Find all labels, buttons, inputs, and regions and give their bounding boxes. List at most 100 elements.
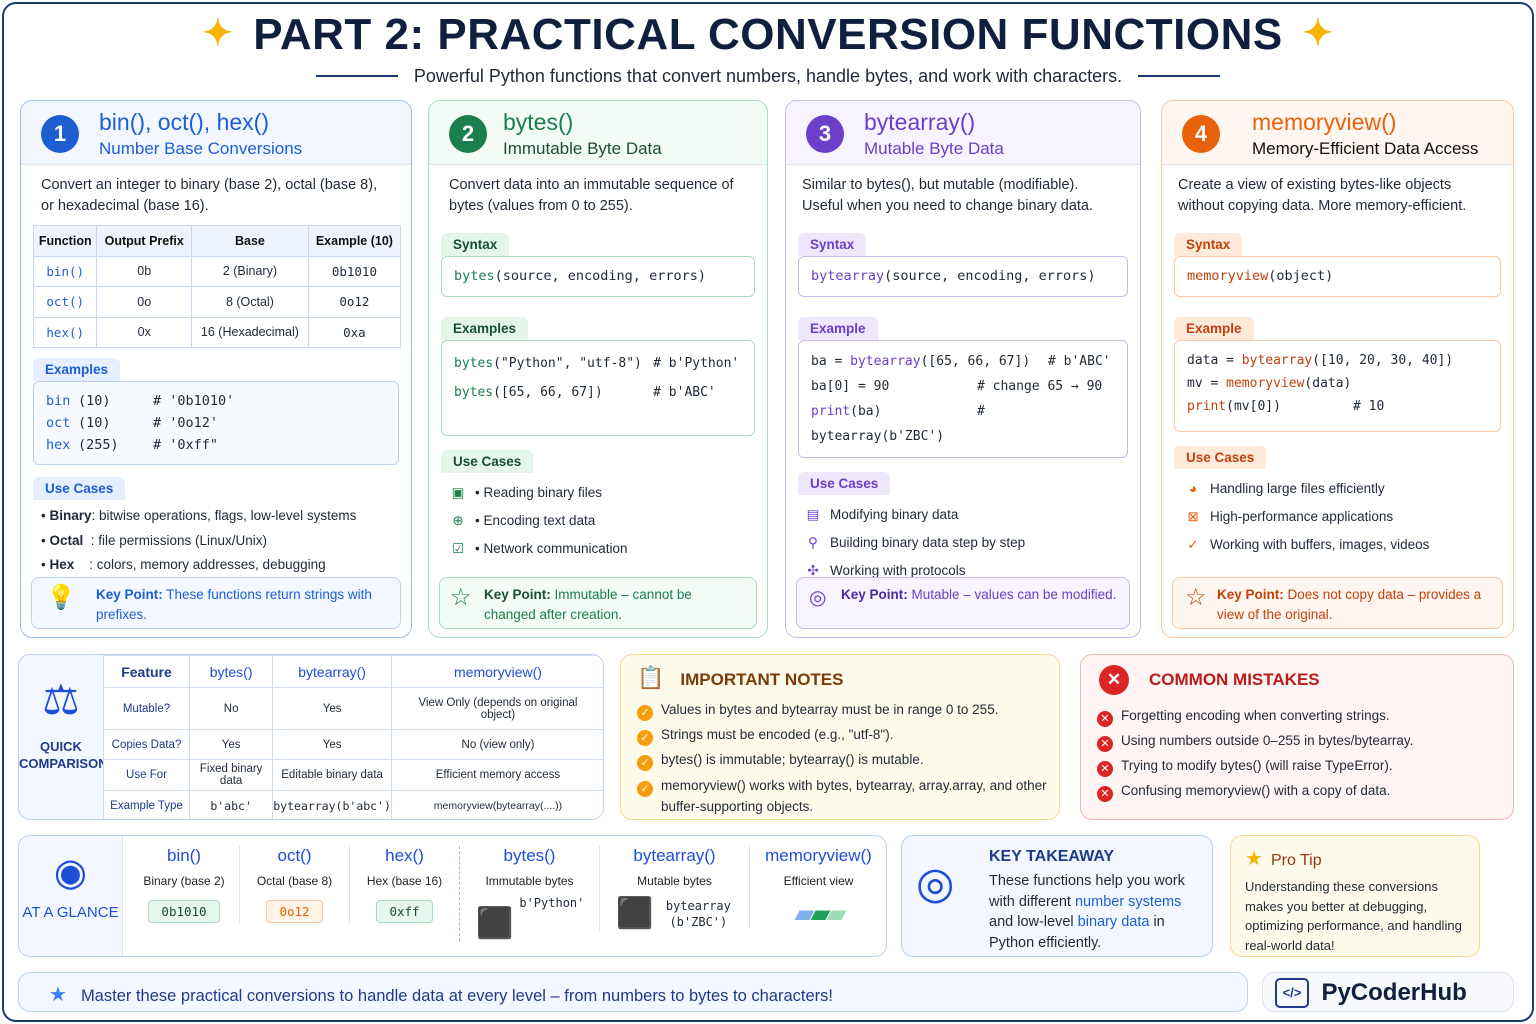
encode-icon: ⊕ [452,513,464,528]
at-a-glance: ◉ AT A GLANCE bin()Binary (base 2)0b1010… [18,835,887,957]
check-icon: ✓ [1187,537,1199,552]
list-item: ⚲Building binary data step by step [802,529,1120,557]
card-title: bytes() [503,109,574,135]
performance-icon: ⊠ [1187,509,1199,524]
file-icon: ▣ [451,485,465,500]
check-icon: ✓ [637,705,653,721]
lightbulb-icon: 💡 [46,584,76,611]
card-description: Similar to bytes(), but mutable (modifia… [802,177,1094,214]
syntax-code: bytes(source, encoding, errors) [441,256,755,297]
list-item: • Hex : colors, memory addresses, debugg… [41,557,326,572]
card-description: Convert an integer to binary (base 2), o… [41,177,378,214]
card-subtitle: Number Base Conversions [99,139,303,158]
key-point: ☆Key Point: Immutable – cannot be change… [439,577,757,629]
syntax-tag: Syntax [1174,233,1243,256]
card-number: 3 [806,115,844,153]
list-item: ☑• Network communication [447,535,747,563]
card-description: Create a view of existing bytes-like obj… [1178,177,1467,214]
takeaway-text: These functions help you work with diffe… [989,873,1185,951]
usecases-list: ▤Modifying binary data ⚲Building binary … [802,501,1120,585]
check-icon: ✓ [637,755,653,771]
example-code: ba = bytearray([65, 66, 67]) # b'ABC' ba… [798,340,1128,458]
lightbulb-icon: ◎ [809,587,827,609]
sparkle-icon: ✦ [202,12,234,53]
common-mistakes: ✕COMMON MISTAKES ✕Forgetting encoding wh… [1080,654,1514,820]
memory-slices-icon: ▰▰▰ [794,898,847,928]
list-item: ⊠High-performance applications [1182,503,1493,531]
list-item: ✓Working with buffers, images, videos [1182,531,1493,559]
page-subtitle: Powerful Python functions that convert n… [0,66,1536,87]
list-item: ✓Values in bytes and bytearray must be i… [637,697,1059,722]
card-bytearray: 3 bytearray() Mutable Byte Data Similar … [785,100,1141,638]
code-icon: </> [1275,978,1309,1008]
eye-icon: ◉ [53,852,88,894]
example-tag: Example [798,317,878,340]
card-title: memoryview() [1252,109,1397,135]
comparison-label: QUICK COMPARISON [19,739,108,771]
syntax-code: bytearray(source, encoding, errors) [798,256,1128,297]
glance-bytes: bytes()Immutable bytes⬛b'Python' [459,846,599,941]
check-icon: ✓ [637,781,653,797]
card-number: 2 [449,115,487,153]
list-item: • Binary: bitwise operations, flags, low… [41,508,357,523]
card-memoryview: 4 memoryview() Memory-Efficient Data Acc… [1161,100,1514,638]
glance-memoryview: memoryview()Efficient view▰▰▰ [749,846,886,929]
notepad-icon: 📋 [637,665,665,690]
usecases-list: • Binary: bitwise operations, flags, low… [41,504,391,578]
footer-banner: ★Master these practical conversions to h… [18,972,1248,1012]
card-number: 1 [41,115,79,153]
glance-bytearray: bytearray()Mutable bytes⬛bytearray (b'ZB… [599,846,749,931]
important-notes: 📋IMPORTANT NOTES ✓Values in bytes and by… [620,654,1060,820]
syntax-code: memoryview(object) [1174,256,1501,297]
example-tag: Example [1174,317,1254,340]
x-icon: ✕ [1097,736,1113,752]
usecases-list: ▣• Reading binary files ⊕• Encoding text… [447,479,747,563]
usecases-tag: Use Cases [33,477,126,500]
key-point: 💡Key Point: These functions return strin… [31,577,401,629]
list-item: ✣Working with protocols [802,557,1120,585]
star-icon: ★ [1245,848,1263,870]
examples-tag: Examples [33,358,121,381]
syntax-tag: Syntax [441,233,510,256]
x-icon: ✕ [1097,761,1113,777]
card-title: bytearray() [864,109,976,135]
examples-code: bin(10)# '0b1010' oct(10)# '0o12' hex(25… [33,381,399,465]
usecases-tag: Use Cases [441,450,534,473]
examples-tag: Examples [441,317,529,340]
key-point: ☆Key Point: Does not copy data – provide… [1172,577,1503,629]
list-item: ▣• Reading binary files [447,479,747,507]
target-icon: ◎ [916,859,955,908]
star-icon: ☆ [450,584,472,611]
glance-oct: oct()Octal (base 8)0o12 [239,846,349,923]
list-item: ✕Forgetting encoding when converting str… [1097,703,1513,728]
build-icon: ⚲ [808,535,818,550]
glance-label: AT A GLANCE [22,904,119,921]
glance-hex: hex()Hex (base 16)0xff [349,846,459,923]
examples-code: bytes("Python", "utf-8")# b'Python' byte… [441,340,755,436]
example-code: data = bytearray([10, 20, 30, 40]) mv = … [1174,340,1501,432]
list-item: • Octal : file permissions (Linux/Unix) [41,532,268,548]
card-title: bin(), oct(), hex() [99,109,269,135]
x-icon: ✕ [1097,786,1113,802]
sparkle-icon: ✦ [1302,12,1334,53]
cube-icon: ⬛ [616,897,654,930]
key-takeaway: ◎ KEY TAKEAWAY These functions help you … [901,835,1213,957]
star-icon: ☆ [1185,584,1207,611]
usecases-tag: Use Cases [1174,446,1267,469]
check-icon: ✓ [637,730,653,746]
pro-tip: ★Pro Tip Understanding these conversions… [1230,835,1480,957]
card-description: Convert data into an immutable sequence … [449,177,734,214]
network-icon: ✣ [807,563,819,578]
glance-bin: bin()Binary (base 2)0b1010 [129,846,239,923]
list-item: ▤Modifying binary data [802,501,1120,529]
balance-scale-icon: ⚖ [42,676,80,723]
check-icon: ☑ [451,541,465,556]
